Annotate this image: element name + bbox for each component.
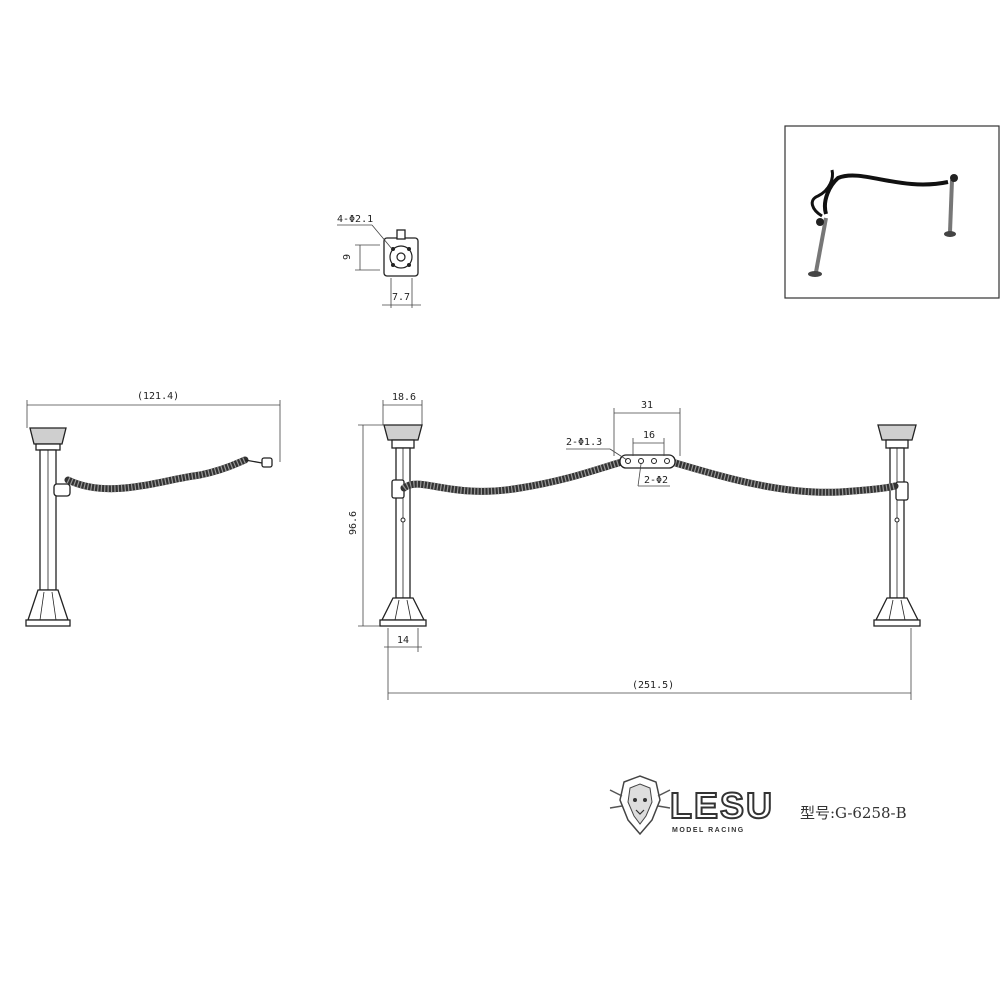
dim-clip-hole-small: 2-Φ1.3 <box>566 437 602 448</box>
front-coil-right <box>668 458 899 496</box>
brand-tagline: MODEL RACING <box>672 827 745 834</box>
dim-head-height: 9 <box>342 254 353 260</box>
dim-head-width: 7.7 <box>392 292 410 303</box>
side-view <box>25 400 281 627</box>
product-photo-inset <box>784 125 1000 299</box>
dim-total-length: (251.5) <box>632 680 674 691</box>
brand-name: LESU <box>670 785 774 826</box>
dim-clip-inner: 16 <box>643 430 655 441</box>
center-clip <box>619 454 676 469</box>
dim-height: 96.6 <box>348 511 359 535</box>
photo-left-post <box>808 217 828 277</box>
dim-side-length: (121.4) <box>137 391 179 402</box>
right-post <box>873 424 921 627</box>
model-label: 型号:G-6258-B <box>800 804 907 822</box>
left-post <box>379 424 427 627</box>
head-top-view <box>337 224 421 308</box>
dim-clip-hole-large: 2-Φ2 <box>644 475 668 486</box>
front-view <box>358 400 921 700</box>
photo-right-post <box>944 174 958 237</box>
dim-clip-span: 31 <box>641 400 653 411</box>
photo-coil-cable <box>823 173 949 215</box>
dim-base-width-bottom: 14 <box>397 635 409 646</box>
dim-base-width-top: 18.6 <box>392 392 416 403</box>
dim-holes: 4-Φ2.1 <box>337 214 373 225</box>
brand-logo-emblem <box>609 775 671 836</box>
